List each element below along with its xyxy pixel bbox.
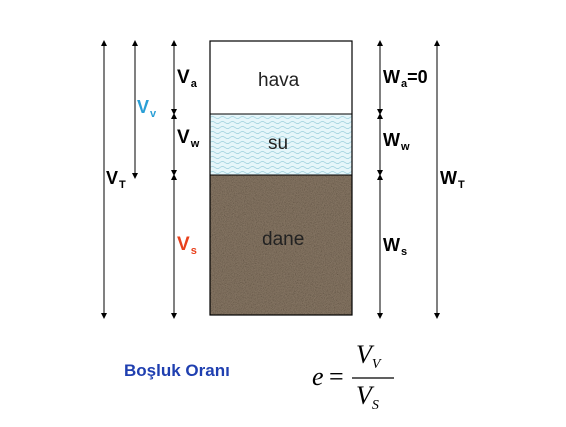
V_a-label: Va	[177, 67, 197, 90]
formula-numerator: VV	[356, 340, 381, 372]
air-phase	[210, 41, 352, 114]
solid-phase	[210, 175, 352, 315]
air-phase-label: hava	[258, 70, 300, 91]
W_s-label: Ws	[383, 235, 408, 258]
W_w-label: Ww	[383, 130, 410, 153]
formula-denominator: VS	[356, 381, 379, 413]
solid-phase-label: dane	[262, 229, 305, 250]
V_v-label: Vv	[137, 97, 157, 120]
formula-equals: =	[329, 362, 344, 391]
V_T-label: VT	[106, 168, 126, 191]
V_s-label: Vs	[177, 234, 197, 257]
phase-column-border	[209, 40, 353, 316]
formula-title: Boşluk Oranı	[124, 361, 230, 380]
W_a-label: Wa=0	[383, 67, 428, 90]
water-wave-texture	[210, 114, 352, 175]
W_T-label: WT	[440, 168, 465, 191]
formula-lhs: e	[312, 362, 324, 391]
water-phase-label: su	[268, 133, 289, 154]
V_w-label: Vw	[177, 127, 200, 150]
